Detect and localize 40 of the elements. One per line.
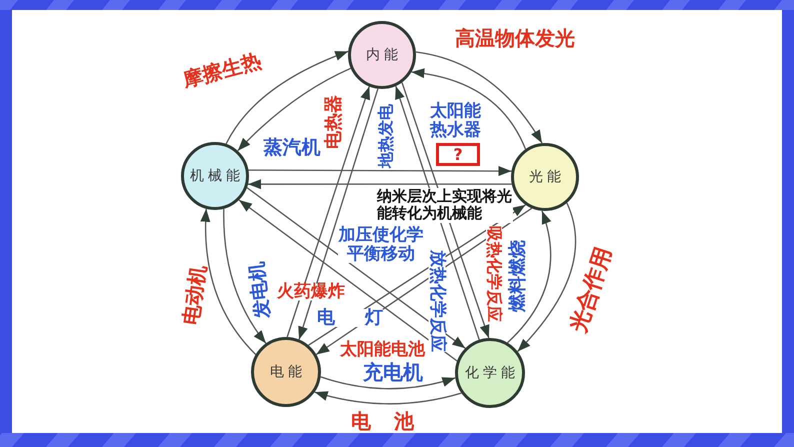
arrow [517,202,576,352]
circle-node: 化学能 [455,338,525,408]
circle-node: 内能 [348,21,416,89]
edge-label: 电灯 [317,309,383,327]
edge-label: 太阳能电池 [340,341,425,358]
edge-label: 纳米层次上实现将光能转化为机械能 [377,188,513,222]
circle-node: 光能 [511,143,579,211]
arrow [411,68,526,150]
edge-label: 发电机 [247,260,273,320]
arrow [416,51,543,144]
arrow [238,199,458,362]
edge-label: 蒸汽机 [264,138,320,158]
circle-node: 机械能 [181,142,249,210]
arrow [314,390,462,404]
edge-label: 吸热化学反应 [486,226,502,322]
arrow [226,50,348,144]
arrow [223,208,266,344]
question-box: ? [436,143,480,166]
arrow [320,376,456,390]
edge-label: 电动机 [180,264,208,326]
edge-label: 地热发电 [378,104,394,168]
edge-label: 充电机 [363,362,423,382]
arrow [507,210,552,344]
arrow [246,187,466,349]
edge-label: 太阳能热水器 [430,102,482,141]
edge-label: 燃料燃烧 [509,240,527,312]
edge-label: 高温物体发光 [455,28,575,48]
arrow [298,88,379,340]
arrow [286,86,370,338]
edge-label: 加压使化学平衡移动 [338,226,424,264]
edge-label: 放热化学反应 [428,250,445,352]
edge-label: 电热器 [325,95,343,149]
circle-node: 电能 [251,337,321,407]
arrow [237,68,351,152]
edge-label: 火药爆炸 [277,283,345,300]
edge-label: 电池 [351,411,414,431]
arrow [248,179,512,190]
arrow [248,166,512,176]
edge-label: 摩擦生热 [180,50,264,90]
arrow [200,208,256,355]
